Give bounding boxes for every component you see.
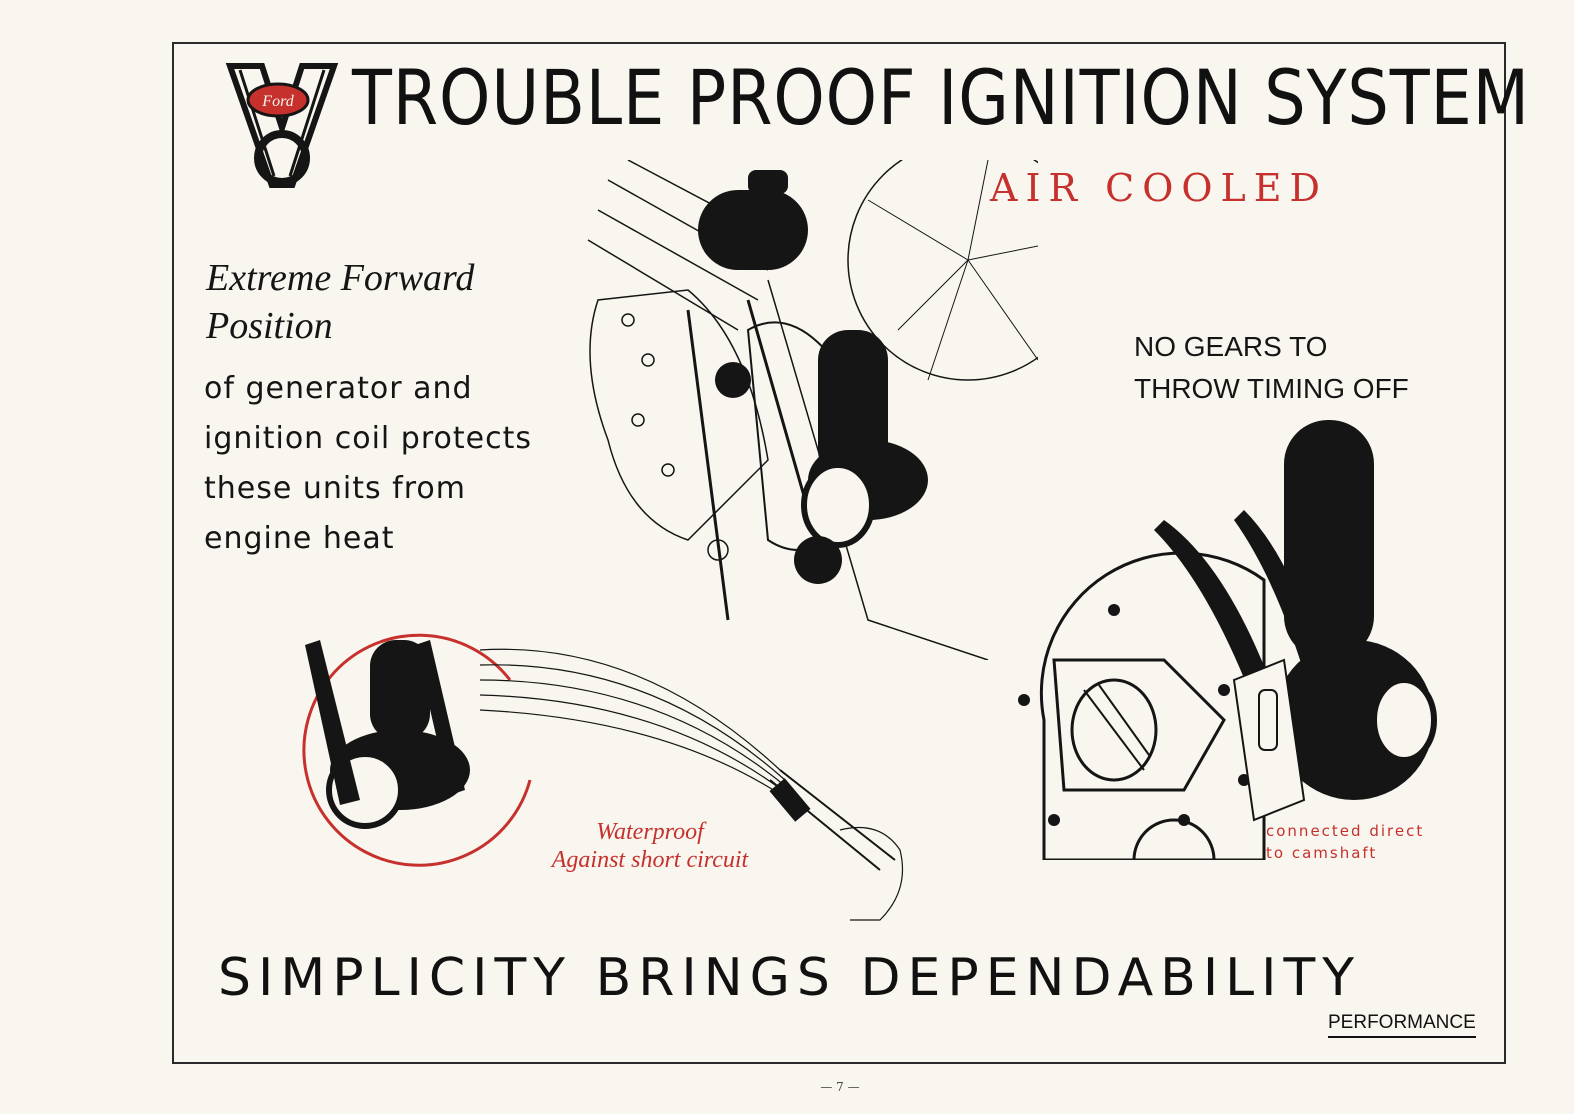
caption-line: to camshaft xyxy=(1266,844,1378,862)
body-line: engine heat xyxy=(204,521,395,556)
footer-headline: SIMPLICITY BRINGS DEPENDABILITY xyxy=(218,948,1361,1008)
waterproof-coil-illustration xyxy=(302,633,904,921)
lead-line: Extreme Forward xyxy=(206,257,475,299)
body-line: of generator and xyxy=(204,371,473,406)
page-title: TROUBLE PROOF IGNITION SYSTEM xyxy=(352,53,1530,142)
section-label: PERFORMANCE xyxy=(1328,1012,1476,1038)
no-gears-callout: NO GEARS TO THROW TIMING OFF xyxy=(1134,326,1409,410)
body-line: ignition coil protects xyxy=(204,421,532,456)
caption-line: Against short circuit xyxy=(551,847,749,873)
callout-line: NO GEARS TO xyxy=(1134,331,1328,362)
camshaft-caption: connected direct to camshaft xyxy=(1266,820,1424,864)
page-subtitle: AIR COOLED xyxy=(990,166,1328,210)
waterproof-caption: Waterproof Against short circuit xyxy=(520,818,780,874)
engine-generator-illustration xyxy=(587,160,1038,660)
lead-line: Position xyxy=(206,305,333,347)
logo-text: Ford xyxy=(261,93,294,110)
body-line: these units from xyxy=(204,471,466,506)
page-number: — 7 — xyxy=(820,1080,860,1094)
caption-line: connected direct xyxy=(1266,822,1425,840)
ford-v8-logo: Ford xyxy=(225,63,339,188)
callout-line: THROW TIMING OFF xyxy=(1134,373,1409,404)
caption-line: Waterproof xyxy=(596,819,704,845)
distributor-illustration xyxy=(1018,420,1437,860)
page-border-frame xyxy=(172,42,1506,1064)
body-paragraph: of generator and ignition coil protects … xyxy=(204,364,532,564)
lead-heading: Extreme Forward Position xyxy=(206,254,474,350)
